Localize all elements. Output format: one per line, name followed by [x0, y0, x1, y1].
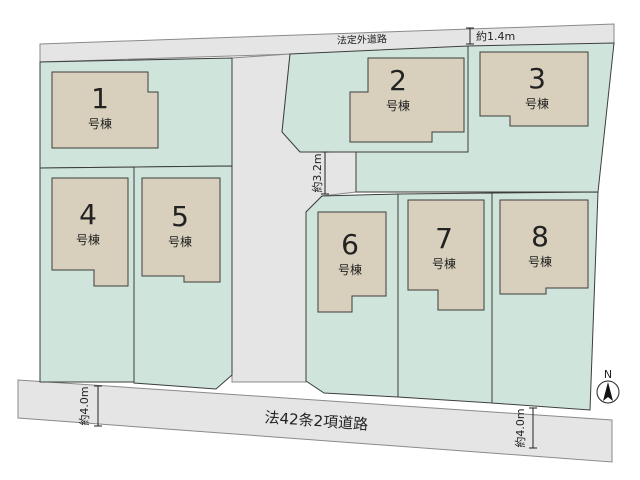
house-label-3: 号棟	[525, 96, 549, 111]
house-number-1: 1	[91, 82, 109, 115]
house-number-4: 4	[79, 198, 97, 231]
house-number-8: 8	[531, 220, 549, 253]
house-number-5: 5	[171, 200, 189, 233]
building-2[interactable]	[349, 57, 465, 143]
public-road	[17, 379, 613, 463]
building-5[interactable]	[141, 177, 221, 283]
bottom-left-width-label: 約4.0m	[77, 386, 91, 425]
house-label-7: 号棟	[432, 256, 456, 271]
building-7[interactable]	[407, 199, 485, 311]
house-number-6: 6	[341, 228, 359, 261]
building-8[interactable]	[499, 199, 589, 295]
private-road-label: 法定外道路	[337, 32, 387, 47]
house-label-1: 号棟	[88, 116, 112, 131]
passage-dimension	[321, 151, 329, 195]
house-label-5: 号棟	[168, 234, 192, 249]
north-arrow-icon	[596, 380, 620, 404]
house-label-6: 号棟	[338, 262, 362, 277]
building-3[interactable]	[479, 51, 589, 127]
building-6[interactable]	[317, 211, 387, 313]
top-road-width-label: 約1.4m	[476, 29, 515, 43]
bottom-right-width-label: 約4.0m	[513, 408, 527, 447]
building-1[interactable]	[51, 71, 159, 149]
house-label-4: 号棟	[76, 232, 100, 247]
passage-width-label: 約3.2m	[310, 153, 324, 192]
bottom-right-dimension	[529, 407, 537, 449]
bottom-left-dimension	[94, 385, 102, 427]
house-label-2: 号棟	[386, 98, 410, 113]
compass-label: N	[604, 368, 612, 381]
house-label-8: 号棟	[528, 254, 552, 269]
house-number-2: 2	[389, 64, 407, 97]
building-4[interactable]	[51, 177, 129, 287]
top-road-dimension	[466, 27, 474, 45]
house-number-3: 3	[528, 62, 546, 95]
house-number-7: 7	[435, 222, 453, 255]
